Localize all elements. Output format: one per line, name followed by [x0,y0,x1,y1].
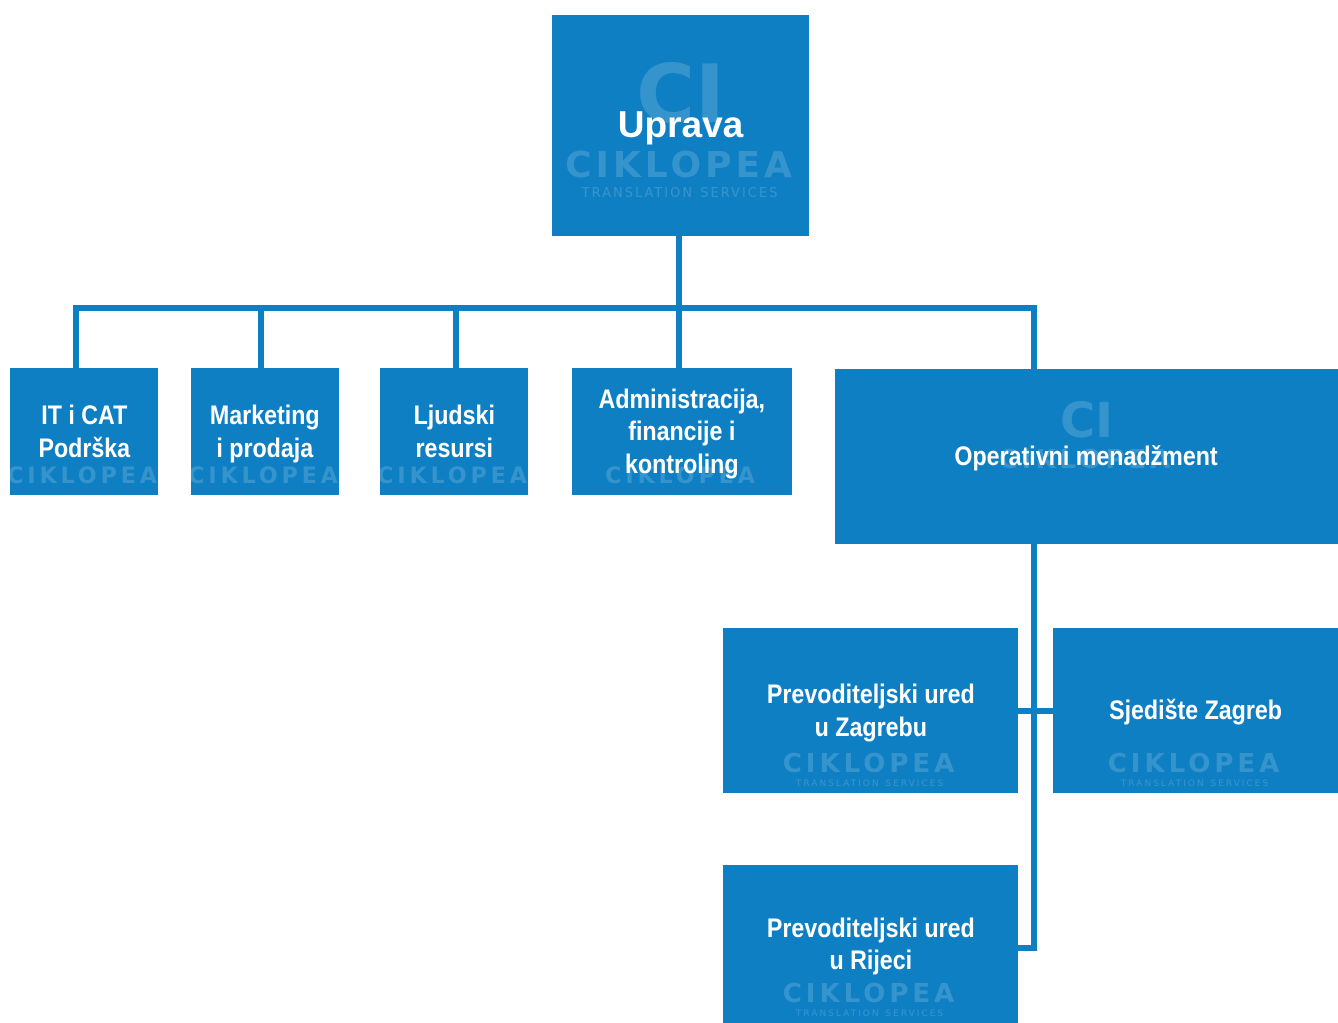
node-uprava: CI CIKLOPEA TRANSLATION SERVICES Uprava [552,15,809,236]
node-it-cat-podrska: CIKLOPEA IT i CAT Podrška [10,368,158,495]
watermark-logo: CIKLOPEA [380,464,528,489]
node-label: Ljudski resursi [413,400,495,463]
node-label: Prevoditeljski ured u Rijeci [766,912,975,975]
node-label: Prevoditeljski ured u Zagrebu [766,679,975,742]
node-label: Marketing i prodaja [210,400,320,463]
watermark-logo: CIKLOPEA TRANSLATION SERVICES [782,749,959,789]
node-ljudski-resursi: CIKLOPEA Ljudski resursi [380,368,528,495]
node-operativni-menadzment: CI CIKLOPEA Operativni menadžment [835,369,1338,544]
watermark-logo: CIKLOPEA [10,464,158,489]
node-label: Uprava [617,104,744,146]
node-marketing-prodaja: CIKLOPEA Marketing i prodaja [191,368,339,495]
node-administracija: CIKLOPEA Administracija, financije i kon… [572,368,792,495]
watermark-logo: CIKLOPEA TRANSLATION SERVICES [1107,749,1284,789]
node-label: Operativni menadžment [954,441,1219,472]
node-label: Administracija, financije i kontroling [598,383,766,479]
watermark-logo: CIKLOPEA TRANSLATION SERVICES [782,979,959,1019]
node-ured-zagreb: CIKLOPEA TRANSLATION SERVICES Prevoditel… [723,628,1018,793]
node-sjediste-zagreb: CIKLOPEA TRANSLATION SERVICES Sjedište Z… [1053,628,1338,793]
node-label: Sjedište Zagreb [1109,695,1282,726]
node-label: IT i CAT Podrška [38,400,130,463]
node-ured-rijeka: CIKLOPEA TRANSLATION SERVICES Prevoditel… [723,865,1018,1023]
watermark-logo: CIKLOPEA [191,464,339,489]
